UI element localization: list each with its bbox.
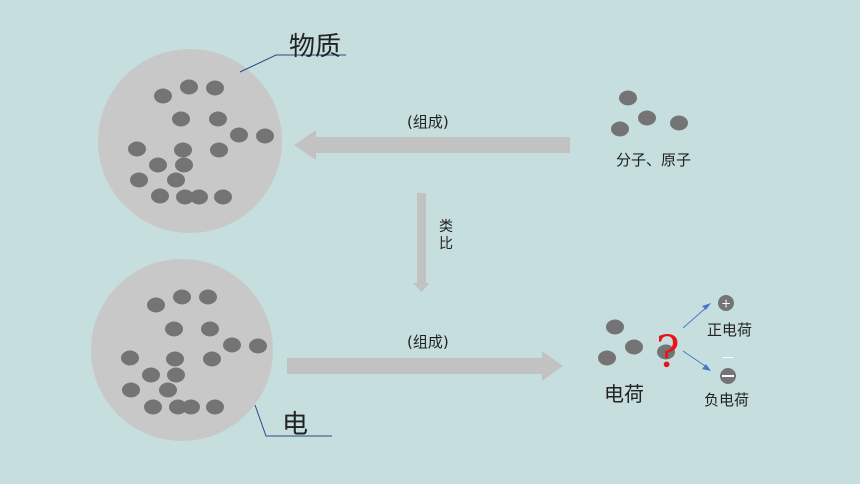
analogy-label: 类比 <box>439 219 453 252</box>
matter-leader-line <box>239 54 346 73</box>
charge-particles <box>598 319 675 366</box>
plus-sign: + <box>721 297 731 311</box>
negative-charge-label: 负电荷 <box>704 391 750 409</box>
molecules-atoms-label: 分子、原子 <box>616 151 692 169</box>
branch-arrows <box>682 303 711 371</box>
minus-sign-label: — <box>722 350 734 364</box>
matter-label: 物质 <box>289 32 342 62</box>
matter-particles <box>128 79 274 205</box>
electricity-particles <box>121 289 267 415</box>
question-mark: ? <box>656 327 680 378</box>
charge-label: 电荷 <box>604 382 644 406</box>
matter-circle <box>98 49 282 233</box>
analogy-arrow <box>413 193 430 292</box>
positive-charge-label: 正电荷 <box>707 321 753 339</box>
composed-label-top: (组成) <box>407 113 449 131</box>
electricity-label: 电 <box>282 410 309 440</box>
composed-arrow-bottom <box>287 351 563 381</box>
composed-label-bottom: (组成) <box>407 333 449 351</box>
composed-arrow-top <box>294 130 570 160</box>
minus-sign <box>722 375 734 377</box>
positive-charge-icon <box>718 295 734 311</box>
molecule-particles <box>611 90 688 137</box>
electricity-leader-line <box>254 404 332 437</box>
